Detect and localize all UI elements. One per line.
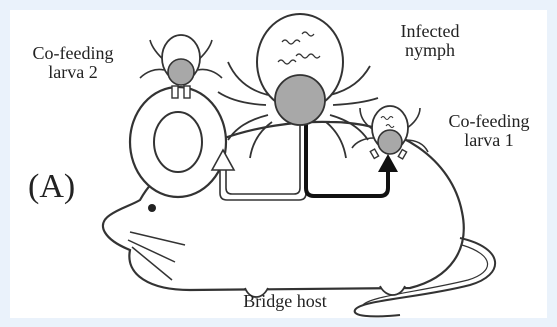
nymph-label: Infected nymph — [380, 22, 480, 60]
mouse-ear-inner — [154, 112, 202, 172]
larva1-abdomen — [378, 130, 402, 154]
host-label: Bridge host — [220, 292, 350, 311]
panel-label: (A) — [28, 168, 75, 206]
larva2-label-line1: Co-feeding — [18, 44, 128, 63]
larva1-label-line1: Co-feeding — [430, 112, 548, 131]
nymph-label-line2: nymph — [380, 41, 480, 60]
larva2-abdomen — [168, 59, 194, 85]
larva2-label: Co-feeding larva 2 — [18, 44, 128, 82]
nymph-label-line1: Infected — [380, 22, 480, 41]
mouse-eye — [148, 204, 156, 212]
larva1-label: Co-feeding larva 1 — [430, 112, 548, 150]
nymph-abdomen — [275, 75, 325, 125]
larva1-label-line2: larva 1 — [430, 131, 548, 150]
larva2-label-line2: larva 2 — [18, 63, 128, 82]
